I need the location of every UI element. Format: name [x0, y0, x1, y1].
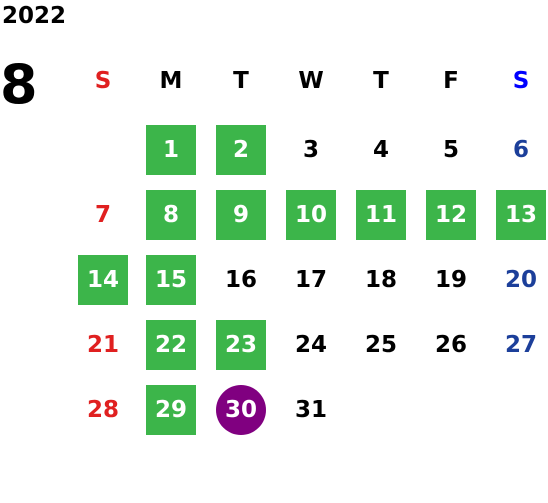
- weekday-header: T: [373, 68, 389, 94]
- day-cell[interactable]: 22: [146, 320, 196, 370]
- day-cell[interactable]: 28: [86, 397, 119, 423]
- weekday-header: M: [159, 68, 183, 94]
- day-cell[interactable]: 9: [216, 190, 266, 240]
- day-cell[interactable]: 20: [504, 267, 537, 293]
- day-cell[interactable]: 11: [356, 190, 406, 240]
- day-cell[interactable]: 6: [512, 137, 529, 163]
- day-cell[interactable]: 3: [302, 137, 319, 163]
- day-cell[interactable]: 14: [78, 255, 128, 305]
- year-label: 2022: [2, 3, 67, 29]
- month-number: 8: [0, 53, 38, 116]
- weekday-header: W: [298, 68, 324, 94]
- day-cell[interactable]: 17: [294, 267, 327, 293]
- day-cell[interactable]: 13: [496, 190, 546, 240]
- weekday-header: F: [443, 68, 459, 94]
- day-cell[interactable]: 19: [434, 267, 467, 293]
- day-cell[interactable]: 26: [434, 332, 467, 358]
- day-cell[interactable]: 8: [146, 190, 196, 240]
- day-cell[interactable]: 10: [286, 190, 336, 240]
- day-cell[interactable]: 24: [294, 332, 327, 358]
- day-cell[interactable]: 21: [86, 332, 119, 358]
- day-cell-today[interactable]: 30: [216, 385, 266, 435]
- day-cell[interactable]: 7: [94, 202, 111, 228]
- day-cell[interactable]: 18: [364, 267, 397, 293]
- day-cell[interactable]: 1: [146, 125, 196, 175]
- weekday-header: S: [94, 68, 112, 94]
- weekday-header: T: [233, 68, 249, 94]
- day-cell[interactable]: 31: [294, 397, 327, 423]
- day-cell[interactable]: 25: [364, 332, 397, 358]
- day-cell[interactable]: 4: [372, 137, 389, 163]
- day-cell[interactable]: 2: [216, 125, 266, 175]
- day-cell[interactable]: 12: [426, 190, 476, 240]
- day-cell[interactable]: 23: [216, 320, 266, 370]
- day-cell[interactable]: 29: [146, 385, 196, 435]
- day-cell[interactable]: 5: [442, 137, 459, 163]
- day-cell[interactable]: 27: [504, 332, 537, 358]
- weekday-header: S: [512, 68, 530, 94]
- day-cell[interactable]: 16: [224, 267, 257, 293]
- day-cell[interactable]: 15: [146, 255, 196, 305]
